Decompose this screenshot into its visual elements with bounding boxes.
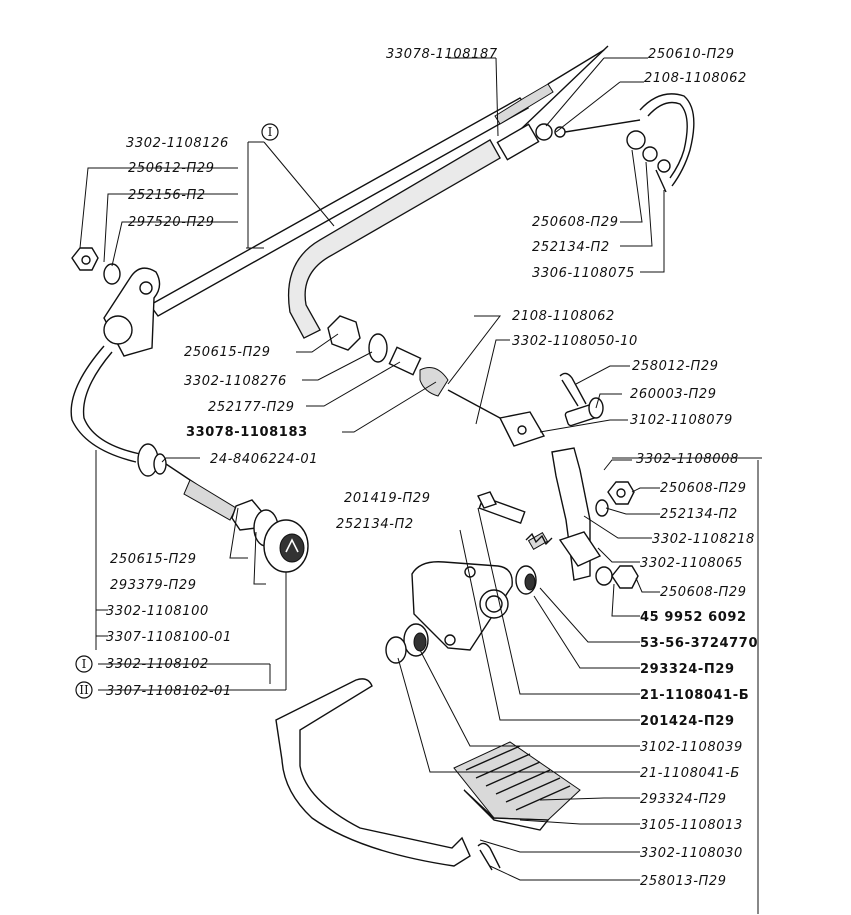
part-label: 3302-1108276 — [184, 374, 287, 389]
throttle-cable-assembly — [70, 45, 695, 871]
part-label: 293324-П29 — [640, 792, 727, 807]
part-label: 250612-П29 — [128, 161, 215, 176]
part-label: 3302-1108008 — [636, 452, 739, 467]
variant-marker-i: I — [82, 657, 87, 671]
part-label: 33078-1108183 — [186, 425, 308, 440]
part-label: 258012-П29 — [632, 359, 719, 374]
part-label: 293379-П29 — [110, 578, 197, 593]
part-label: 3302-1108126 — [126, 136, 229, 151]
part-label: 293324-П29 — [640, 662, 735, 677]
part-label: 3302-1108218 — [652, 532, 755, 547]
part-label: 33078-1108187 — [386, 47, 498, 62]
part-label: 258013-П29 — [640, 874, 727, 889]
part-label: 250615-П29 — [110, 552, 197, 567]
part-label: 3302-1108102 — [106, 657, 209, 672]
part-label: 297520-П29 — [128, 215, 215, 230]
part-label: 250615-П29 — [184, 345, 271, 360]
part-label: 252134-П2 — [532, 240, 610, 255]
part-label: 24-8406224-01 — [210, 452, 318, 467]
variant-markers: I I II — [75, 123, 279, 699]
part-label: 2108-1108062 — [644, 71, 747, 86]
part-label: 3302-1108030 — [640, 846, 743, 861]
part-labels: 33078-1108187 250610-П29 2108-1108062 33… — [106, 47, 758, 889]
part-label: 3302-1108100 — [106, 604, 209, 619]
part-label: 201424-П29 — [640, 714, 735, 729]
part-label: 252134-П2 — [336, 517, 414, 532]
part-label: 3102-1108039 — [640, 740, 743, 755]
part-label: 201419-П29 — [344, 491, 431, 506]
part-label: 3102-1108079 — [630, 413, 733, 428]
part-label: 252134-П2 — [660, 507, 738, 522]
part-label: 2108-1108062 — [512, 309, 615, 324]
part-label: 250610-П29 — [648, 47, 735, 62]
part-label: 3306-1108075 — [532, 266, 635, 281]
part-label: 3307-1108100-01 — [106, 630, 232, 645]
part-label: 21-1108041-Б — [640, 766, 740, 781]
part-label: 45 9952 6092 — [640, 610, 747, 625]
leader-lines — [79, 57, 762, 914]
part-label: 21-1108041-Б — [640, 688, 749, 703]
part-label: 3302-1108065 — [640, 556, 743, 571]
part-label: 3105-1108013 — [640, 818, 743, 833]
part-label: 3302-1108050-10 — [512, 334, 638, 349]
part-label: 252177-П29 — [208, 400, 295, 415]
part-label: 250608-П29 — [660, 481, 747, 496]
part-label: 53-56-3724770 — [640, 636, 758, 651]
part-label: 250608-П29 — [660, 585, 747, 600]
variant-marker-ii: II — [79, 683, 89, 697]
part-label: 252156-П2 — [128, 188, 206, 203]
variant-marker-i: I — [268, 125, 273, 139]
part-label: 260003-П29 — [630, 387, 717, 402]
part-label: 250608-П29 — [532, 215, 619, 230]
part-label: 3307-1108102-01 — [106, 684, 232, 699]
